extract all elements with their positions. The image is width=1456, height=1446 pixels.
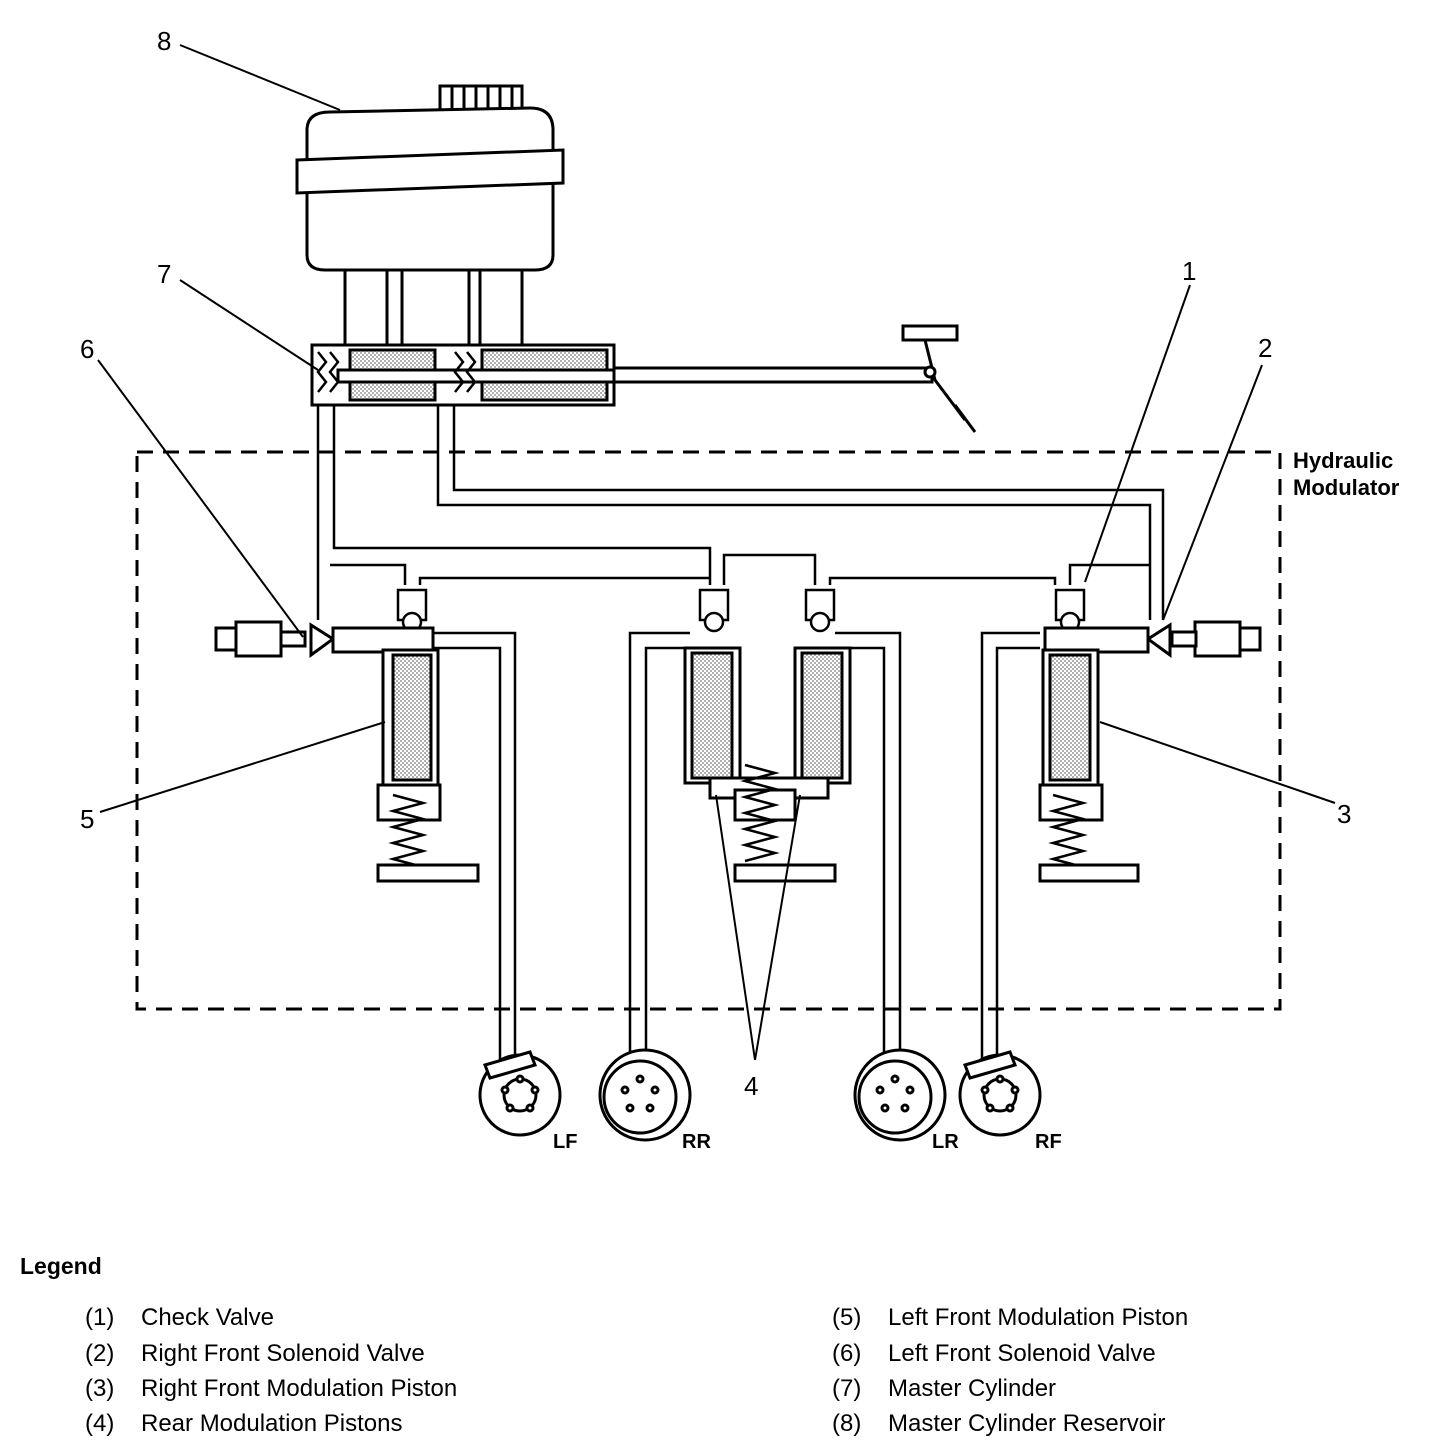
legend-num: (2) — [85, 1340, 115, 1367]
abs-hydraulic-diagram: 1 2 3 4 5 6 7 8 Hydraulic Modulator LF R… — [80, 26, 1400, 1153]
legend-label: Left Front Modulation Piston — [888, 1304, 1189, 1331]
master-cylinder — [310, 343, 620, 407]
legend-num: (6) — [832, 1340, 862, 1367]
check-valves — [396, 588, 1086, 633]
legend-num: (1) — [85, 1304, 115, 1331]
hydraulic-modulator-boundary — [135, 450, 1282, 1011]
left-front-modulation-piston — [376, 648, 480, 883]
callout-7: 7 — [157, 259, 171, 289]
callout-4: 4 — [744, 1071, 758, 1101]
right-front-modulation-piston — [1038, 648, 1140, 883]
wheel-rr — [598, 1048, 692, 1142]
wheel-label-lf: LF — [553, 1131, 577, 1153]
hydraulic-modulator-label-line1: Hydraulic — [1293, 448, 1393, 473]
legend-label: Master Cylinder Reservoir — [888, 1410, 1166, 1437]
legend-num: (8) — [832, 1410, 862, 1437]
wheel-label-rf: RF — [1035, 1131, 1062, 1153]
legend-item-1: (1) Check Valve — [85, 1304, 274, 1332]
brake-pedal — [612, 324, 977, 433]
legend-item-2: (2) Right Front Solenoid Valve — [85, 1340, 425, 1368]
legend-label: Right Front Solenoid Valve — [141, 1340, 425, 1367]
callout-3: 3 — [1337, 799, 1351, 829]
wheel-label-rr: RR — [682, 1131, 711, 1153]
legend-label: Rear Modulation Pistons — [141, 1410, 403, 1437]
legend-item-4: (4) Rear Modulation Pistons — [85, 1410, 402, 1438]
callout-8: 8 — [157, 26, 171, 56]
hydraulic-modulator-label-line2: Modulator — [1293, 475, 1400, 500]
wheel-label-lr: LR — [932, 1131, 959, 1153]
legend-num: (5) — [832, 1304, 862, 1331]
legend-label: Master Cylinder — [888, 1375, 1057, 1402]
legend-item-3: (3) Right Front Modulation Piston — [85, 1375, 457, 1403]
legend-title: Legend — [20, 1253, 102, 1279]
legend-num: (3) — [85, 1375, 115, 1402]
leader-lines — [97, 44, 1336, 1061]
callout-6: 6 — [80, 334, 94, 364]
wheel-lr — [853, 1048, 947, 1142]
legend-label: Check Valve — [141, 1304, 274, 1331]
left-front-solenoid-valve — [214, 620, 435, 658]
legend-label: Right Front Modulation Piston — [141, 1375, 458, 1402]
legend-item-5: (5) Left Front Modulation Piston — [832, 1304, 1188, 1332]
legend-item-7: (7) Master Cylinder — [832, 1375, 1056, 1403]
callout-2: 2 — [1258, 333, 1272, 363]
right-front-solenoid-valve — [1043, 620, 1262, 658]
legend-label: Left Front Solenoid Valve — [888, 1340, 1156, 1367]
rear-modulation-pistons — [683, 646, 852, 883]
wheel-rf — [958, 1050, 1042, 1137]
brake-lines — [316, 405, 1165, 1075]
legend-item-8: (8) Master Cylinder Reservoir — [832, 1410, 1165, 1438]
wheel-lf — [478, 1050, 562, 1137]
master-cylinder-reservoir — [295, 84, 565, 347]
callout-5: 5 — [80, 804, 94, 834]
legend-num: (4) — [85, 1410, 115, 1437]
callout-1: 1 — [1182, 256, 1196, 286]
legend-item-6: (6) Left Front Solenoid Valve — [832, 1340, 1156, 1368]
legend-num: (7) — [832, 1375, 862, 1402]
